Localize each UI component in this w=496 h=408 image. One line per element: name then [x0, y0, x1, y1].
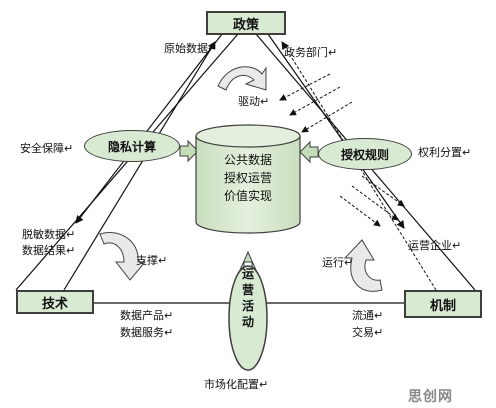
- node-authorization-rules: 授权规则: [318, 138, 412, 170]
- drive-arrow-4: [361, 175, 405, 207]
- node-technology: 技术: [16, 290, 94, 314]
- label-security: 安全保障↵: [20, 142, 74, 155]
- curved-arrow-support: [99, 232, 147, 281]
- label-rights: 权利分置↵: [418, 146, 472, 159]
- operation-ellipse: [228, 265, 268, 371]
- center-line-2: 授权运营: [223, 171, 272, 185]
- label-circulation-1: 流通↵: [352, 309, 384, 322]
- edge-policy-tech: [15, 33, 239, 291]
- node-mechanism: 机制: [404, 290, 482, 318]
- center-line-3: 价值实现: [223, 189, 272, 203]
- drive-arrow-2: [289, 86, 341, 116]
- label-products-1: 数据产品↵: [120, 309, 174, 322]
- label-circulation-2: 交易↵: [352, 326, 384, 339]
- drive-arrow-5: [351, 185, 399, 221]
- label-drive: 驱动↵: [238, 95, 270, 108]
- drive-arrow-6: [339, 195, 381, 227]
- node-operation-activity: 运营活动: [231, 266, 265, 330]
- center-cylinder-top: [195, 124, 301, 148]
- node-policy: 政策: [206, 11, 286, 35]
- label-desensitized-1: 脱敏数据↵: [22, 228, 76, 241]
- center-text: 公共数据 授权运营 价值实现: [196, 151, 300, 205]
- curved-arrow-run: [343, 239, 383, 292]
- arrow-rules-to-center: [299, 140, 319, 164]
- arrow-tech-up: [63, 41, 216, 291]
- label-operating-company: 运营企业↵: [408, 239, 462, 252]
- label-run: 运行↵: [322, 256, 354, 269]
- label-desensitized-2: 数据结果↵: [22, 244, 76, 257]
- operation-activity-label: 运营活动: [241, 267, 254, 329]
- curved-arrow-drive: [217, 66, 267, 91]
- node-privacy-computing: 隐私计算: [84, 130, 180, 162]
- label-gov-dept: 政务部门↵: [284, 46, 338, 59]
- arrow-gov-dept: [267, 33, 405, 229]
- arrow-privacy-to-center: [179, 139, 199, 163]
- drive-arrow-1: [279, 73, 331, 101]
- watermark-logo: 思创网: [408, 389, 453, 405]
- label-raw-data: 原始数据↵: [164, 42, 218, 55]
- center-cylinder-body: [195, 136, 301, 234]
- label-products-2: 数据服务↵: [120, 326, 174, 339]
- label-support: 支撑↵: [136, 254, 168, 267]
- arrow-raw-data: [75, 33, 223, 224]
- label-market-config: 市场化配置↵: [204, 378, 269, 391]
- center-line-1: 公共数据: [223, 153, 272, 167]
